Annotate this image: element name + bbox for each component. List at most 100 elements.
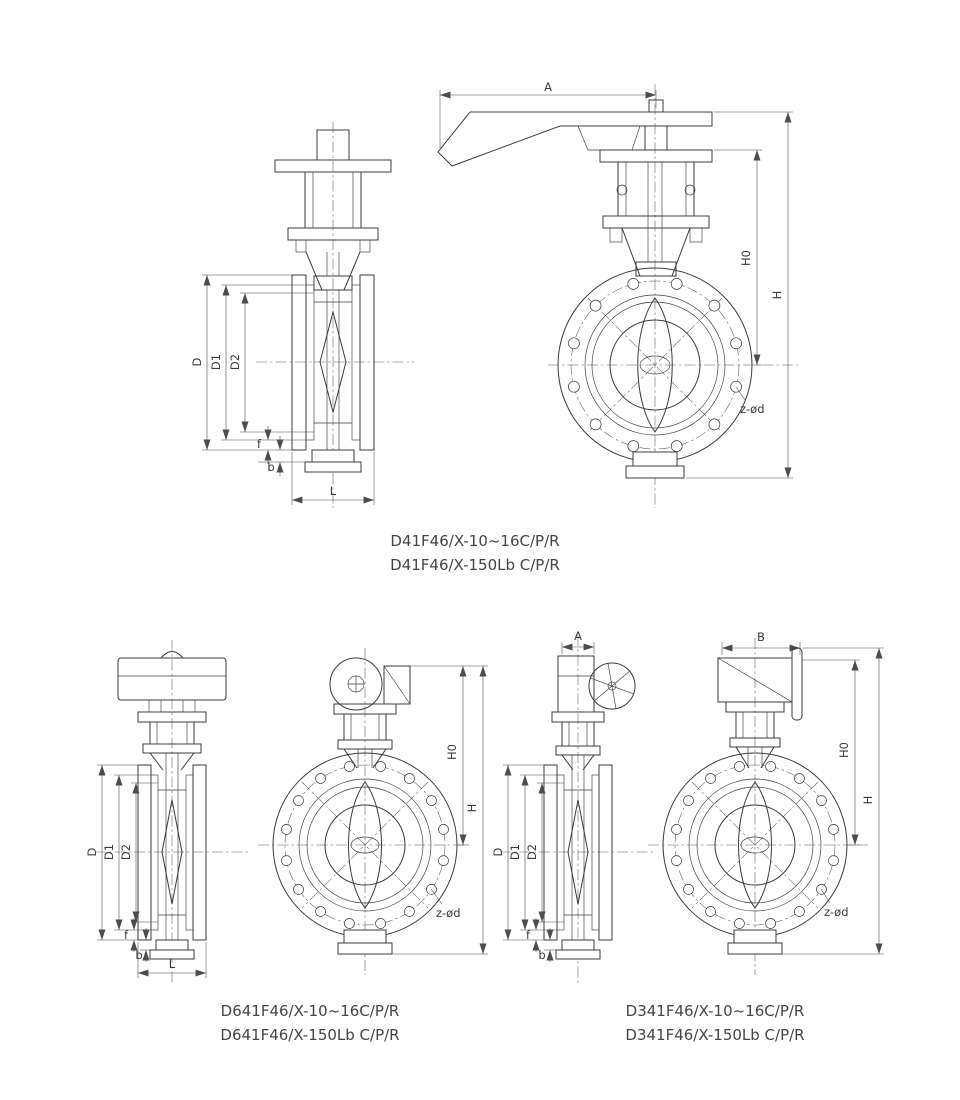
left-flange (543, 764, 558, 941)
stem-hub (350, 836, 380, 854)
dim-label-f: f (124, 928, 129, 942)
dim-label-L: L (330, 484, 337, 498)
dim-label-b: b (267, 460, 274, 474)
right-flange (598, 764, 613, 941)
right-flange (359, 274, 375, 451)
d641-caption-line1: D641F46/X-10~16C/P/R (221, 1002, 400, 1020)
dim-label-H0: H0 (445, 744, 459, 760)
dim-label-D2: D2 (119, 844, 133, 860)
left-flange (137, 764, 152, 941)
dim-label-D: D (190, 357, 204, 366)
dim-label-H: H (465, 804, 479, 813)
d641-front-body (272, 752, 458, 955)
d41-side-view: D D1 D2 f b L (190, 122, 414, 508)
dim-label-A: A (544, 80, 552, 94)
bolt-holes (281, 761, 449, 929)
d341-side-dim-A: A (561, 629, 595, 654)
dim-label-D1: D1 (102, 844, 116, 860)
stem-hub (639, 355, 671, 375)
foot (733, 929, 777, 944)
disc-edge (319, 310, 347, 414)
d41-side-actuator-stack (274, 129, 392, 291)
d41-caption: D41F46/X-10~16C/P/R D41F46/X-150Lb C/P/R (390, 532, 560, 574)
disc (348, 781, 382, 909)
d341-caption-line2: D341F46/X-150Lb C/P/R (625, 1026, 804, 1044)
d341-front-dim-B: B (721, 630, 801, 655)
d341-front-dimensions: H0 H z-ød (782, 647, 884, 955)
left-flange (291, 274, 307, 451)
dim-label-b: b (538, 948, 545, 962)
d641-caption-line2: D641F46/X-150Lb C/P/R (220, 1026, 399, 1044)
stem-hub (740, 836, 770, 854)
d641-gear-actuator (329, 657, 411, 769)
d41-side-dimensions: D D1 D2 f b L (190, 274, 375, 505)
d641-side-actuator (117, 651, 227, 771)
centerlines (648, 638, 868, 975)
centerlines (256, 122, 414, 508)
d341-side-dimensions: D D1 D2 f b (491, 764, 564, 962)
dim-label-D2: D2 (525, 844, 539, 860)
d641-caption: D641F46/X-10~16C/P/R D641F46/X-150Lb C/P… (220, 1002, 399, 1044)
d641-side-body (137, 764, 207, 960)
dim-label-z-od: z-ød (824, 905, 849, 919)
bolt-holes (671, 761, 839, 929)
dim-label-A: A (574, 629, 582, 643)
dim-label-H: H (861, 796, 875, 805)
dim-label-D1: D1 (508, 844, 522, 860)
d641-front-view: H0 H z-ød (258, 648, 488, 975)
dim-label-H: H (770, 291, 784, 300)
handwheel-edge (791, 647, 803, 721)
dim-label-z-od: z-ød (740, 402, 765, 416)
d341-side-view: A D (491, 629, 655, 985)
dim-label-z-od: z-ød (436, 906, 461, 920)
dim-label-f: f (526, 928, 531, 942)
dim-label-D: D (491, 847, 505, 856)
foot (311, 449, 355, 463)
dim-label-D: D (85, 847, 99, 856)
handwheel (588, 662, 636, 710)
d41-lever-handle (437, 99, 713, 167)
foot (561, 939, 595, 951)
d641-side-dimensions: D D1 D2 f b L (85, 764, 207, 978)
d341-gearbox (717, 647, 803, 769)
right-flange (192, 764, 207, 941)
bolt-circle (674, 764, 836, 926)
dim-label-D1: D1 (209, 354, 223, 370)
disc (738, 781, 772, 909)
bolt-circle (570, 280, 740, 450)
d341-front-body (662, 752, 848, 955)
dim-label-B: B (757, 630, 765, 644)
d41-side-body (291, 274, 375, 473)
d41-caption-line2: D41F46/X-150Lb C/P/R (390, 556, 560, 574)
centerlines (258, 648, 472, 975)
d41-front-dimensions: A H0 H z-ød (439, 80, 793, 479)
d341-caption-line1: D341F46/X-10~16C/P/R (626, 1002, 805, 1020)
disc (637, 297, 673, 433)
dim-label-L: L (169, 957, 176, 971)
dim-label-f: f (257, 437, 262, 451)
bore-circle (324, 804, 406, 886)
dim-label-H0: H0 (739, 250, 753, 266)
foot (343, 929, 387, 944)
centerlines (500, 635, 655, 985)
bore-circle (609, 319, 701, 411)
foot (632, 451, 678, 467)
d41-front-actuator-stack (599, 149, 713, 277)
d341-front-view: B (648, 630, 884, 975)
d41-caption-line1: D41F46/X-10~16C/P/R (390, 532, 559, 550)
d341-caption: D341F46/X-10~16C/P/R D341F46/X-150Lb C/P… (625, 1002, 804, 1044)
d341-side-actuator (551, 655, 636, 771)
d641-front-dimensions: H0 H z-ød (392, 665, 488, 955)
d641-side-view: D D1 D2 f b L (85, 640, 250, 985)
dim-label-D2: D2 (228, 354, 242, 370)
d41-front-body (557, 267, 753, 479)
bolt-holes (568, 278, 742, 452)
dim-label-H0: H0 (837, 742, 851, 758)
d41-front-view: A H0 H z-ød (437, 80, 798, 508)
bore-circle (714, 804, 796, 886)
disc-edge (567, 799, 589, 905)
dim-label-b: b (135, 948, 142, 962)
foot (155, 939, 189, 951)
